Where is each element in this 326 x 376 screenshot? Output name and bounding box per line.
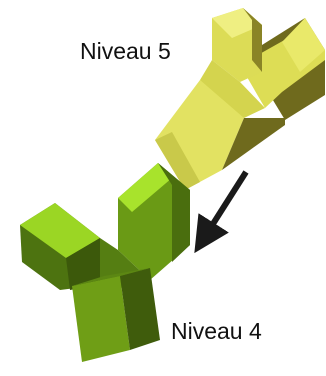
- lower-right-arm-top: [118, 163, 172, 212]
- lower-left-arm-top: [20, 203, 100, 258]
- lower-y-piece: [20, 163, 190, 362]
- lower-stem-front: [72, 276, 130, 362]
- lower-right-arm-side: [158, 163, 190, 262]
- upper-right-arm-top: [282, 18, 325, 72]
- upper-left-arm-side: [243, 8, 262, 72]
- lower-stem-top: [72, 268, 150, 286]
- upper-y-piece: [155, 8, 325, 190]
- level-5-label: Niveau 5: [80, 38, 171, 64]
- direction-arrow: [194, 170, 249, 254]
- lower-left-arm-dark: [66, 238, 100, 290]
- level-4-label: Niveau 4: [171, 318, 262, 344]
- lower-stem-side: [120, 268, 160, 350]
- upper-stem-bottom: [155, 132, 200, 190]
- upper-stem-dark: [222, 118, 285, 170]
